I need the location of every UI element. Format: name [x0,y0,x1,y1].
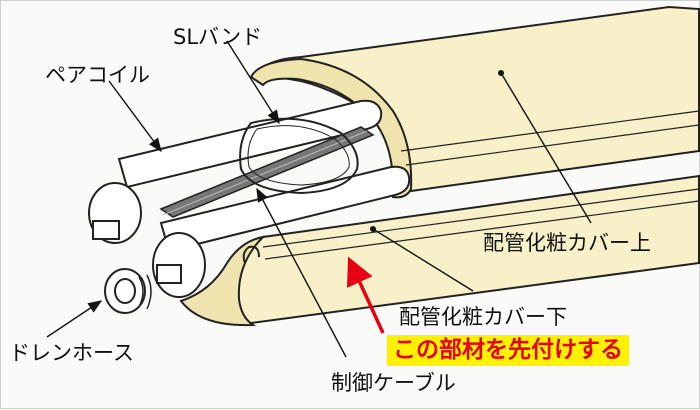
cover-top-rib [400,110,700,152]
pointer-sl-band [226,40,280,125]
pipe-core-upper [92,220,120,240]
label-sl-band: SLバンド [173,25,263,49]
cover-bottom-front-curve [179,235,266,327]
cover-bottom-rib [262,188,700,248]
cover-top-rib-2 [405,124,700,166]
red-arrow [346,256,385,334]
control-cable-edge [162,130,368,216]
sl-band-inner [247,125,350,186]
drain-hose-ribs [138,274,152,310]
label-cover-top: 配管化粧カバー上 [483,231,651,255]
pointer-cover-top [500,72,592,224]
pointer-pair-coil [108,80,162,153]
pointer-cover-bottom-dot [370,226,376,232]
drain-hose-hole [114,278,136,304]
cover-bottom-rib-2 [264,200,700,260]
cover-top-front-rim [249,57,413,199]
sl-band-shape [239,117,359,195]
callout-preinstall: この部材を先付けする [387,335,629,367]
pointer-control-cable [256,187,347,358]
label-cover-bottom: 配管化粧カバー下 [399,305,567,329]
label-control-cable: 制御ケーブル [331,371,456,395]
label-drain-hose: ドレンホース [9,341,134,365]
cover-bottom-hook [242,245,260,264]
cover-top-body [254,5,700,193]
pointer-drain-hose [46,300,103,338]
pair-coil-pipe-lower [159,165,411,253]
label-pair-coil: ペアコイル [45,63,150,87]
pipe-core-lower [156,264,182,284]
pointer-cover-top-dot [498,70,504,76]
pointer-cover-bottom [372,228,474,292]
